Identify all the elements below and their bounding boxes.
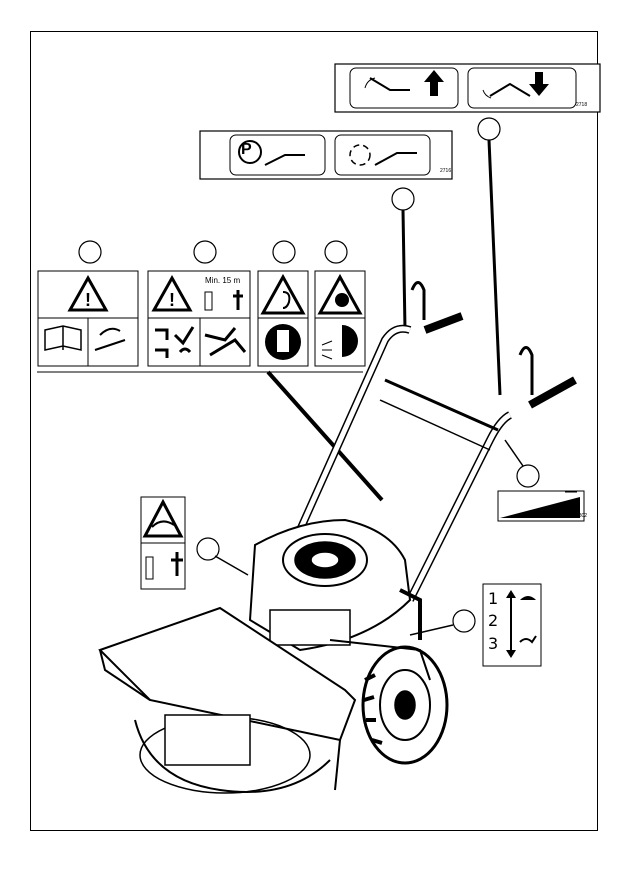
callout-7: [517, 465, 539, 487]
throttle-code: CGG. 11888802: [551, 513, 587, 519]
callout-5: [273, 241, 295, 263]
hand-decal: [141, 497, 185, 589]
parking-letter: P: [241, 141, 252, 159]
lift-decal: [335, 64, 600, 112]
svg-text:!: !: [169, 290, 175, 310]
callout-1: [478, 118, 500, 140]
speed-position-3: 3: [488, 634, 498, 653]
throttle-minus: —: [565, 484, 577, 498]
park-decal-code: 2716: [440, 168, 451, 174]
speed-position-2: 2: [488, 611, 498, 630]
speed-position-1: 1: [488, 589, 498, 608]
callout-6: [325, 241, 347, 263]
svg-text:!: !: [85, 290, 91, 310]
callout-2: [392, 188, 414, 210]
callout-4: [194, 241, 216, 263]
park-decal: [200, 131, 452, 179]
warning-decals: ! !: [37, 271, 365, 372]
callout-9: [453, 610, 475, 632]
distance-label: Min. 15 m: [205, 276, 240, 285]
lift-decal-code: 2718: [576, 102, 587, 108]
callout-3: [79, 241, 101, 263]
